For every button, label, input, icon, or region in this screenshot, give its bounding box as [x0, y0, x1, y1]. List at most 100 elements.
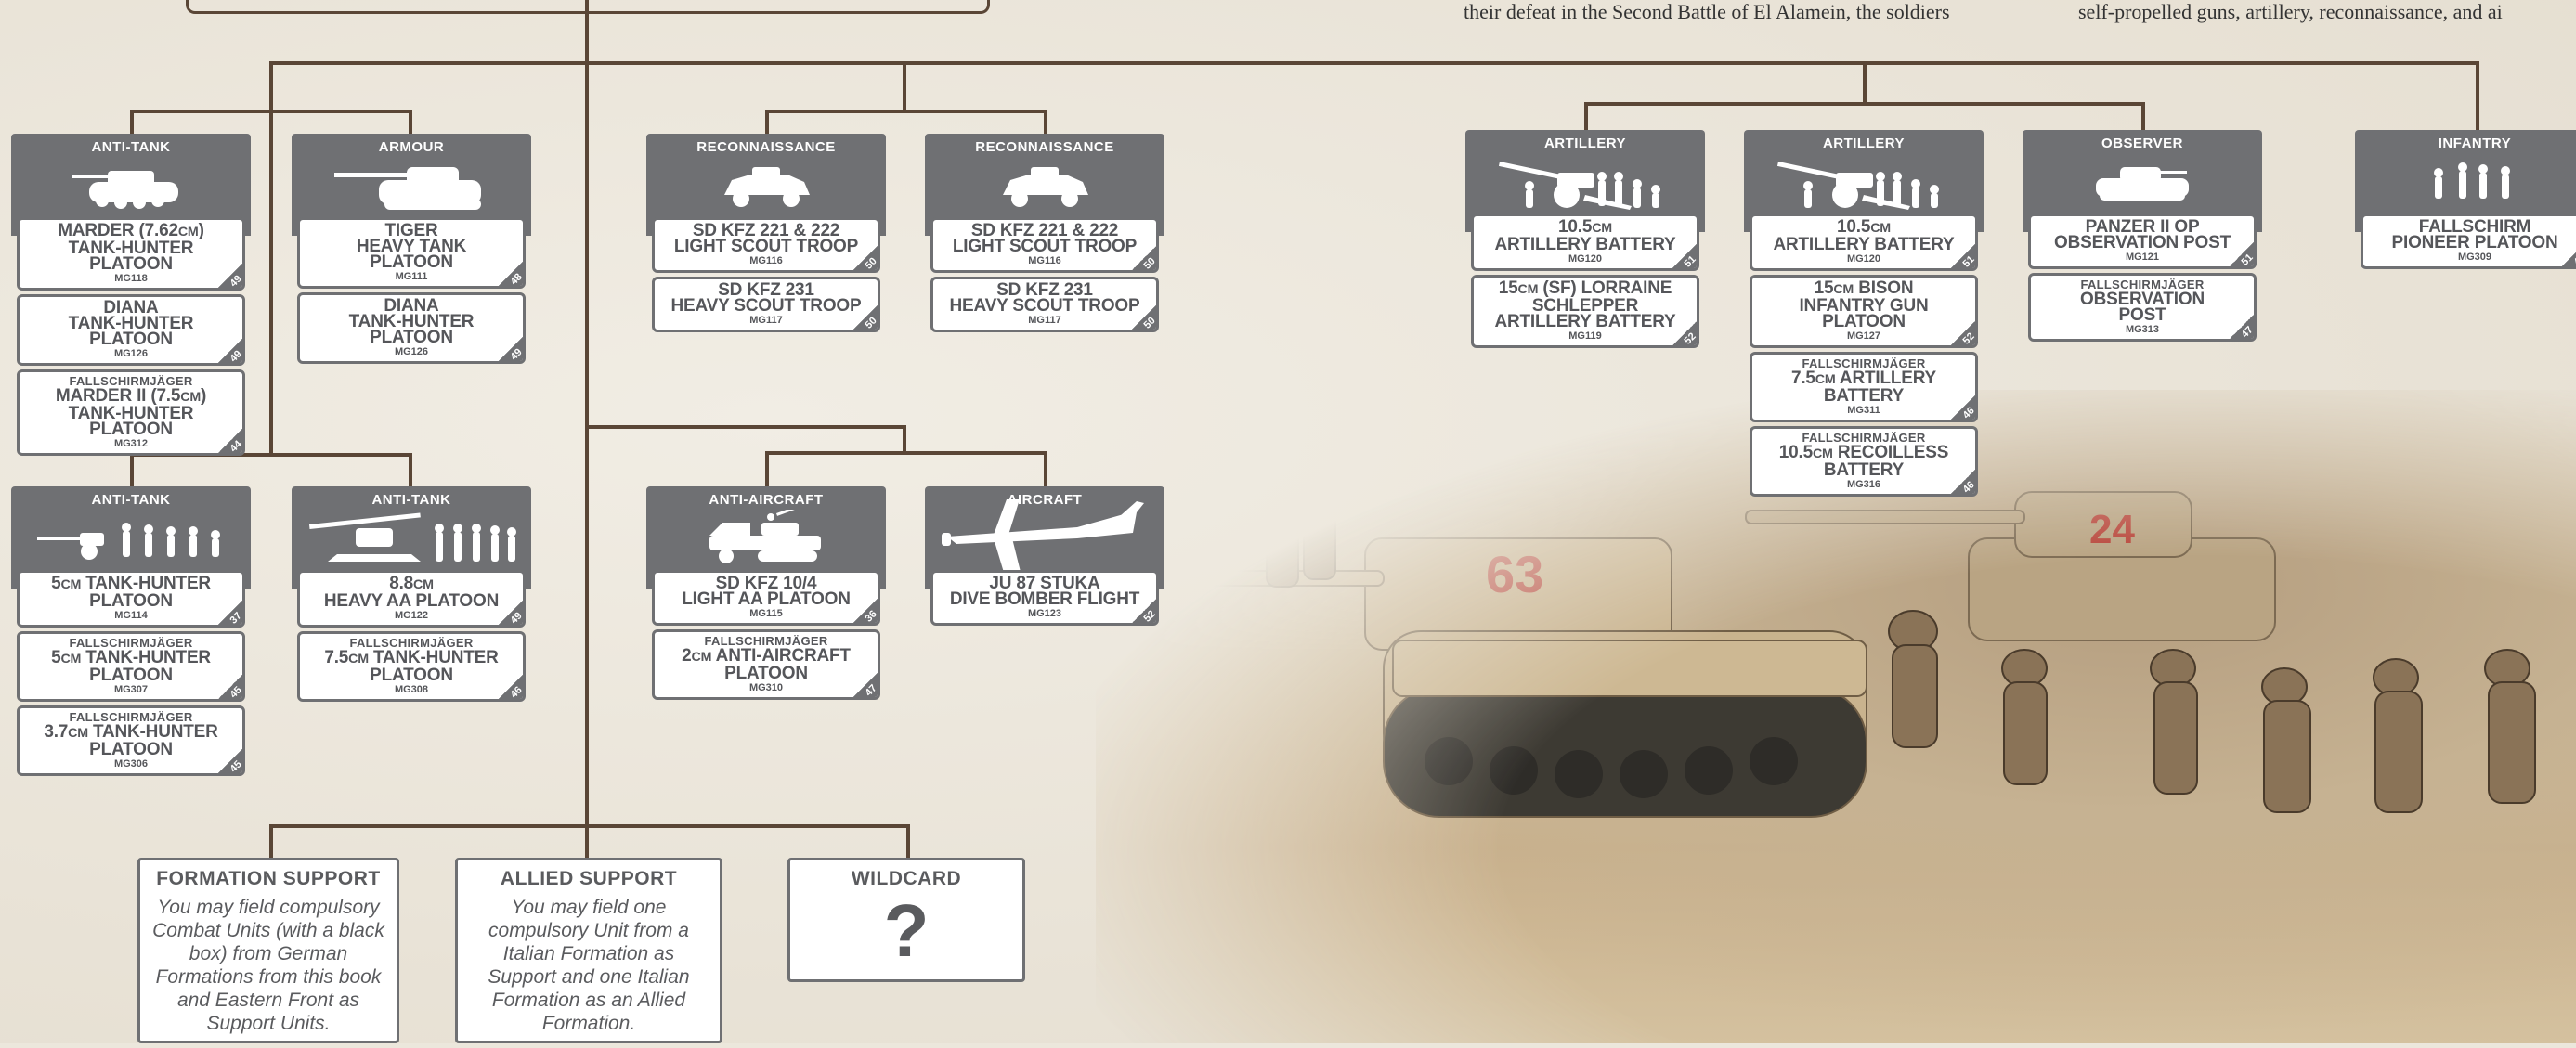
anti-tank-armour-line — [130, 110, 412, 113]
wildcard-question-mark: ? — [883, 889, 930, 972]
unit-code: MG309 — [2457, 252, 2492, 263]
connector — [1584, 102, 1588, 130]
unit-name-line: PLATOON — [370, 666, 453, 685]
unit-prefix: FALLSCHIRMJÄGER — [69, 710, 193, 724]
unit-name-line: 15CM BISON — [1814, 278, 1914, 298]
unit-name-line: ARTILLERY BATTERY — [1494, 235, 1676, 254]
unit-name-line: SD KFZ 221 & 222 — [692, 221, 840, 240]
unit-name-line: DIANA — [384, 296, 439, 316]
page-number: 52 — [1141, 608, 1158, 625]
page-number: 45 — [228, 684, 244, 701]
unit-name-line: FALLSCHIRM — [2418, 217, 2531, 237]
unit-prefix: FALLSCHIRMJÄGER — [1802, 431, 1926, 445]
page-number: 51 — [1960, 253, 1977, 270]
unit-code: MG316 — [1846, 479, 1881, 490]
aa-branch-line — [585, 425, 906, 429]
page-number: 45 — [2571, 252, 2576, 268]
unit-name-line: 10.5CM — [1837, 217, 1891, 237]
page-number-corner: 47 — [2228, 313, 2254, 339]
page-number: 49 — [228, 273, 244, 290]
page-number: 47 — [863, 682, 879, 699]
unit-name-line: OBSERVATION — [2080, 290, 2205, 309]
unit-code: MG115 — [749, 608, 783, 619]
card-category: ANTI-TANK — [371, 492, 451, 508]
armoured-car-icon — [925, 156, 1164, 215]
unit-name-line: PLATOON — [89, 666, 173, 685]
unit-name-line: PLATOON — [1822, 312, 1906, 331]
unit-code: MG127 — [1846, 330, 1881, 342]
page-number-corner: 46 — [1949, 394, 1977, 421]
connector — [906, 824, 910, 860]
unit-name-line: MARDER II (7.5CM) — [55, 386, 207, 406]
page-number-corner: 46 — [1949, 468, 1975, 494]
unit-name-line: 10.5CM RECOILLESS — [1778, 443, 1949, 462]
page-number-corner: 50 — [852, 244, 878, 270]
page-number-corner: 49 — [497, 335, 525, 363]
card-category: INFANTRY — [2438, 136, 2512, 151]
unit-name-line: 5CM TANK-HUNTER — [51, 574, 211, 593]
page-number-corner: 52 — [1949, 319, 1977, 347]
page-number-corner: 36 — [852, 597, 878, 623]
page-number: 46 — [1960, 405, 1977, 421]
card-category: AIRCRAFT — [1007, 492, 1083, 508]
unit-code: MG118 — [114, 273, 148, 284]
unit-code: MG114 — [114, 610, 148, 621]
infantry-branch-line — [2476, 61, 2479, 130]
unit-code: MG111 — [395, 271, 428, 282]
page-number-corner: 51 — [1671, 242, 1697, 268]
unit-name-line: 10.5CM — [1558, 217, 1612, 237]
page-number-corner: 50 — [1130, 244, 1156, 270]
body-text-fragment-right: self-propelled guns, artillery, reconnai… — [2078, 0, 2503, 23]
page-number: 52 — [1960, 330, 1977, 347]
page-number-corner: 48 — [497, 260, 523, 286]
page-number: 49 — [508, 610, 525, 627]
page-number: 51 — [2239, 252, 2256, 268]
page-number-corner: 52 — [1671, 319, 1697, 345]
page-number-corner: 49 — [497, 599, 525, 627]
card-category: RECONNAISSANCE — [975, 139, 1114, 155]
unit-code: MG308 — [394, 684, 429, 695]
unit-name-line: BATTERY — [1823, 460, 1905, 480]
unit-name-line: PANZER II OP — [2085, 217, 2200, 237]
unit-name-line: TIGER — [384, 221, 438, 240]
card-category: OBSERVER — [2101, 136, 2183, 151]
page-number-corner: 49 — [216, 262, 244, 290]
page-number-corner: 45 — [216, 747, 242, 773]
card-category: ARTILLERY — [1822, 136, 1906, 151]
artillery-line — [1584, 102, 2145, 106]
page-number-corner: 47 — [852, 671, 879, 699]
page-number: 49 — [508, 346, 525, 363]
allied-support-text: You may field one compulsory Unit from a… — [488, 897, 690, 1034]
page-number: 44 — [228, 438, 244, 455]
unit-name-line: TANK-HUNTER PLATOON — [348, 312, 475, 347]
